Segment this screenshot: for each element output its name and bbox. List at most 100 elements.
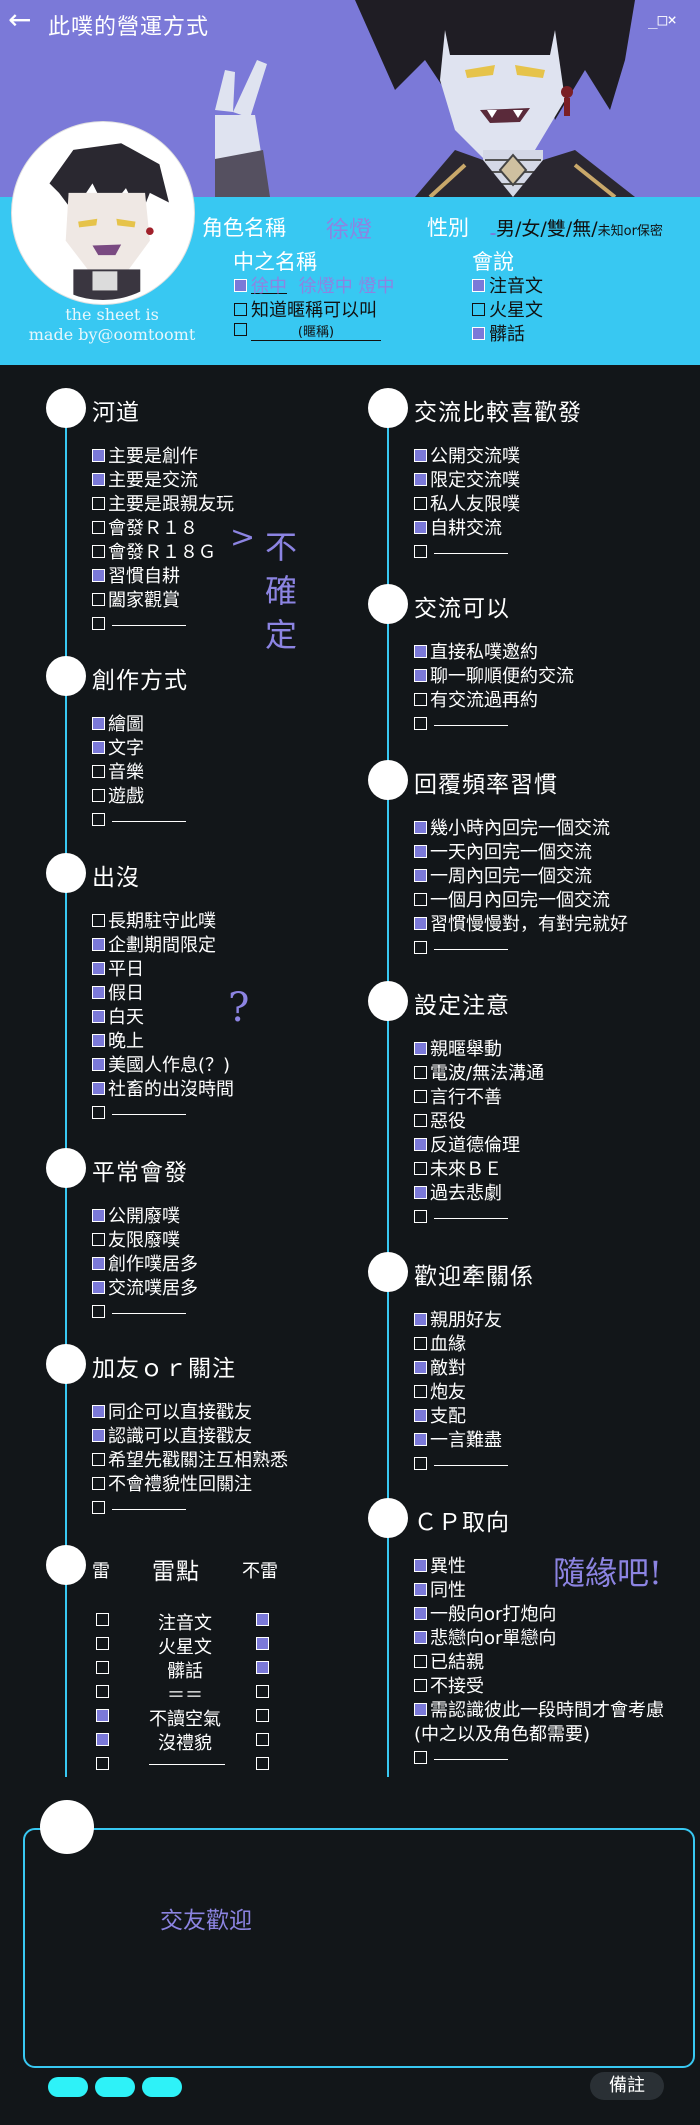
checklist-item[interactable]: 主要是跟親友玩 (92, 493, 234, 517)
page-pill-3[interactable] (142, 2077, 182, 2097)
checklist-item[interactable]: 社畜的出沒時間 (92, 1078, 234, 1102)
checklist-item[interactable]: 限定交流噗 (414, 469, 520, 493)
checkbox[interactable] (92, 716, 105, 730)
checkbox[interactable] (414, 1161, 427, 1175)
checklist-item[interactable]: 炮友 (414, 1381, 466, 1405)
checklist-item[interactable]: 惡役 (414, 1110, 466, 1134)
checkbox[interactable] (414, 1209, 427, 1223)
checkbox[interactable] (92, 1009, 105, 1023)
checklist-item[interactable]: 假日 (92, 982, 144, 1006)
checkbox[interactable] (92, 788, 105, 802)
checklist-item[interactable]: 未來ＢＥ (414, 1158, 502, 1182)
checklist-item[interactable]: 主要是創作 (92, 445, 198, 469)
page-pill-1[interactable] (48, 2077, 88, 2097)
checkbox[interactable] (414, 916, 427, 930)
checklist-item[interactable]: 需認識彼此一段時間才會考慮 (414, 1699, 664, 1723)
mine-checkbox-left[interactable] (96, 1637, 109, 1650)
checklist-item[interactable]: 同企可以直接戳友 (92, 1401, 252, 1425)
checklist-item[interactable]: 文字 (92, 737, 144, 761)
checklist-item[interactable]: 會發Ｒ１８ (92, 517, 198, 541)
checklist-item[interactable]: 血緣 (414, 1333, 466, 1357)
checkbox[interactable] (414, 716, 427, 730)
checkbox[interactable] (414, 1360, 427, 1374)
checkbox[interactable] (234, 322, 247, 336)
checkbox[interactable] (414, 496, 427, 510)
checkbox[interactable] (414, 1456, 427, 1470)
checkbox[interactable] (414, 1582, 427, 1596)
remarks-box[interactable] (23, 1828, 695, 2068)
checklist-item[interactable] (414, 1453, 508, 1477)
checklist-item[interactable]: 闔家觀賞 (92, 589, 180, 613)
checkbox[interactable] (414, 1558, 427, 1572)
checklist-item[interactable] (92, 613, 186, 637)
mine-checkbox-right[interactable] (256, 1685, 269, 1698)
checkbox[interactable] (92, 1404, 105, 1418)
mine-checkbox-right[interactable] (256, 1637, 269, 1650)
mine-checkbox-left[interactable] (96, 1709, 109, 1722)
checklist-item[interactable] (92, 1102, 186, 1126)
checklist-item[interactable] (92, 1301, 186, 1325)
checkbox[interactable] (414, 1630, 427, 1644)
checklist-item[interactable]: 不接受 (414, 1675, 484, 1699)
checklist-item[interactable]: 美國人作息(？) (92, 1054, 230, 1078)
checklist-item[interactable]: 異性 (414, 1555, 466, 1579)
checkbox[interactable] (92, 764, 105, 778)
checkbox[interactable] (92, 1256, 105, 1270)
checkbox[interactable] (92, 1476, 105, 1490)
checkbox[interactable] (92, 592, 105, 606)
checkbox[interactable] (414, 1702, 427, 1716)
checkbox[interactable] (92, 448, 105, 462)
checklist-item[interactable]: 平日 (92, 958, 144, 982)
checkbox[interactable] (414, 844, 427, 858)
checkbox[interactable] (414, 544, 427, 558)
checkbox[interactable] (92, 1452, 105, 1466)
checklist-item[interactable]: 支配 (414, 1405, 466, 1429)
checklist-item[interactable]: 不會禮貌性回關注 (92, 1473, 252, 1497)
checklist-item[interactable]: 一天內回完一個交流 (414, 841, 592, 865)
checkbox[interactable] (92, 961, 105, 975)
nickname-option-3[interactable]: (暱稱) (234, 320, 381, 341)
mine-checkbox-right[interactable] (256, 1661, 269, 1674)
checkbox[interactable] (414, 1678, 427, 1692)
checklist-item[interactable]: 一般向or打炮向 (414, 1603, 556, 1627)
checkbox[interactable] (92, 985, 105, 999)
checkbox[interactable] (92, 1105, 105, 1119)
remarks-button[interactable]: 備註 (590, 2072, 664, 2100)
checklist-item[interactable]: 音樂 (92, 761, 144, 785)
checklist-item[interactable]: 同性 (414, 1579, 466, 1603)
checkbox[interactable] (92, 1280, 105, 1294)
checkbox[interactable] (414, 1041, 427, 1055)
checkbox[interactable] (414, 1185, 427, 1199)
checkbox[interactable] (92, 472, 105, 486)
checkbox[interactable] (414, 520, 427, 534)
checklist-item[interactable]: 一言難盡 (414, 1429, 502, 1453)
checkbox[interactable] (414, 1432, 427, 1446)
checklist-item[interactable]: 會發Ｒ１８Ｇ (92, 541, 216, 565)
checklist-item[interactable] (414, 541, 508, 565)
nickname-option-2[interactable]: 知道暱稱可以叫 (234, 296, 377, 322)
checklist-item[interactable]: 一周內回完一個交流 (414, 865, 592, 889)
checkbox[interactable] (414, 868, 427, 882)
checkbox[interactable] (414, 940, 427, 954)
checkbox[interactable] (414, 1654, 427, 1668)
checklist-item[interactable] (92, 809, 186, 833)
checklist-item[interactable]: 悲戀向or單戀向 (414, 1627, 556, 1651)
back-arrow-icon[interactable]: ← (8, 3, 32, 36)
checkbox[interactable] (414, 1065, 427, 1079)
checklist-item[interactable]: 直接私噗邀約 (414, 641, 538, 665)
mine-checkbox-left[interactable] (96, 1757, 109, 1770)
checklist-item[interactable]: 習慣慢慢對，有對完就好 (414, 913, 628, 937)
checklist-item[interactable] (414, 713, 508, 737)
checkbox[interactable] (92, 544, 105, 558)
checklist-item[interactable]: 友限廢噗 (92, 1229, 180, 1253)
checklist-item[interactable]: 有交流過再約 (414, 689, 538, 713)
checklist-item[interactable]: 自耕交流 (414, 517, 502, 541)
checkbox[interactable] (92, 740, 105, 754)
checklist-item[interactable]: 私人友限噗 (414, 493, 520, 517)
mine-checkbox-left[interactable] (96, 1733, 109, 1746)
checkbox[interactable] (92, 913, 105, 927)
checkbox[interactable] (92, 568, 105, 582)
checkbox[interactable] (92, 1428, 105, 1442)
checklist-item[interactable]: 希望先戳關注互相熟悉 (92, 1449, 288, 1473)
checkbox[interactable] (414, 1113, 427, 1127)
